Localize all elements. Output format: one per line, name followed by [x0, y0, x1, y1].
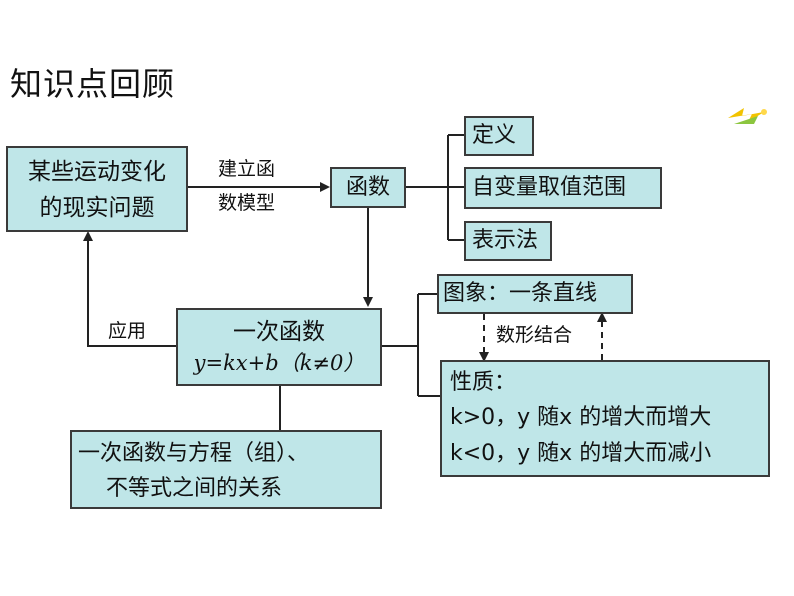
linear-function-formula: y=kx+b（k≠0） [193, 351, 365, 375]
combine-label: 数形结合 [496, 324, 573, 346]
properties-heading: 性质： [450, 370, 517, 395]
arrow-apply [83, 231, 176, 347]
model-label-line1: 建立函 [218, 158, 276, 180]
properties-rule-negative: k<0，y 随x 的增大而减小 [450, 441, 712, 466]
relation-box: 一次函数与方程（组）、 不等式之间的关系 [70, 430, 382, 509]
linear-function-title: 一次函数 [233, 319, 325, 345]
representation-label: 表示法 [472, 228, 539, 253]
representation-box: 表示法 [464, 221, 552, 261]
real-problem-line2: 的现实问题 [39, 195, 155, 221]
apply-label: 应用 [108, 320, 147, 342]
function-box: 函数 [330, 167, 406, 208]
properties-box: 性质： k>0，y 随x 的增大而增大 k<0，y 随x 的增大而减小 [440, 360, 770, 477]
domain-label: 自变量取值范围 [472, 175, 627, 200]
real-problem-line1: 某些运动变化 [28, 159, 166, 185]
relation-line2: 不等式之间的关系 [106, 476, 283, 501]
real-problem-box: 某些运动变化 的现实问题 [6, 146, 188, 232]
properties-rule-positive: k>0，y 随x 的增大而增大 [450, 405, 712, 430]
definition-box: 定义 [464, 116, 534, 156]
definition-label: 定义 [472, 123, 517, 148]
graph-box: 图象：一条直线 [437, 274, 633, 314]
graph-label: 图象：一条直线 [443, 281, 598, 306]
function-label: 函数 [345, 174, 390, 200]
domain-box: 自变量取值范围 [464, 167, 662, 209]
sparkle-icon [728, 108, 767, 124]
relation-line1: 一次函数与方程（组）、 [78, 441, 310, 466]
linear-function-box: 一次函数 y=kx+b（k≠0） [176, 308, 382, 386]
model-label-line2: 数模型 [218, 192, 276, 214]
page-title: 知识点回顾 [10, 65, 176, 103]
